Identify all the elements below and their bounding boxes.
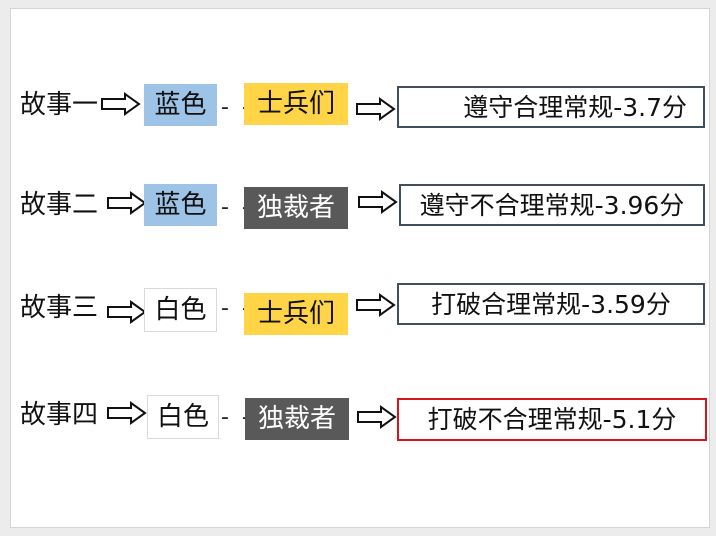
connector-dash: - -: [221, 405, 253, 430]
diagram-slide: 故事一 蓝色 - - 士兵们 遵守合理常规-3.7分 故事二 蓝色 - - 独裁…: [10, 8, 710, 528]
role-box-soldiers: 士兵们: [244, 83, 348, 125]
color-box-white: 白色: [144, 288, 217, 332]
role-box-dictator: 独裁者: [244, 187, 348, 229]
story-label: 故事四: [20, 400, 99, 430]
color-box-white: 白色: [147, 395, 219, 439]
hollow-right-arrow-icon: [107, 401, 147, 425]
story-label: 故事二: [20, 190, 99, 220]
hollow-right-arrow-icon: [107, 300, 147, 324]
hollow-right-arrow-icon: [356, 97, 396, 121]
color-box-blue: 蓝色: [144, 184, 217, 226]
role-box-soldiers: 士兵们: [244, 293, 348, 335]
hollow-right-arrow-icon: [357, 405, 397, 429]
role-box-dictator: 独裁者: [245, 398, 349, 440]
result-box: 打破合理常规-3.59分: [397, 283, 705, 325]
story-label: 故事三: [20, 293, 99, 323]
story-label: 故事一: [20, 90, 99, 120]
hollow-right-arrow-icon: [356, 293, 396, 317]
connector-dash: - -: [221, 296, 253, 321]
color-box-blue: 蓝色: [144, 84, 217, 126]
connector-dash: - -: [221, 95, 253, 120]
hollow-right-arrow-icon: [107, 191, 147, 215]
result-box: 遵守合理常规-3.7分: [397, 86, 705, 128]
connector-dash: - -: [221, 195, 253, 220]
hollow-right-arrow-icon: [101, 92, 141, 116]
hollow-right-arrow-icon: [358, 190, 398, 214]
result-box-highlighted: 打破不合理常规-5.1分: [397, 398, 707, 441]
result-box: 遵守不合理常规-3.96分: [399, 184, 705, 226]
